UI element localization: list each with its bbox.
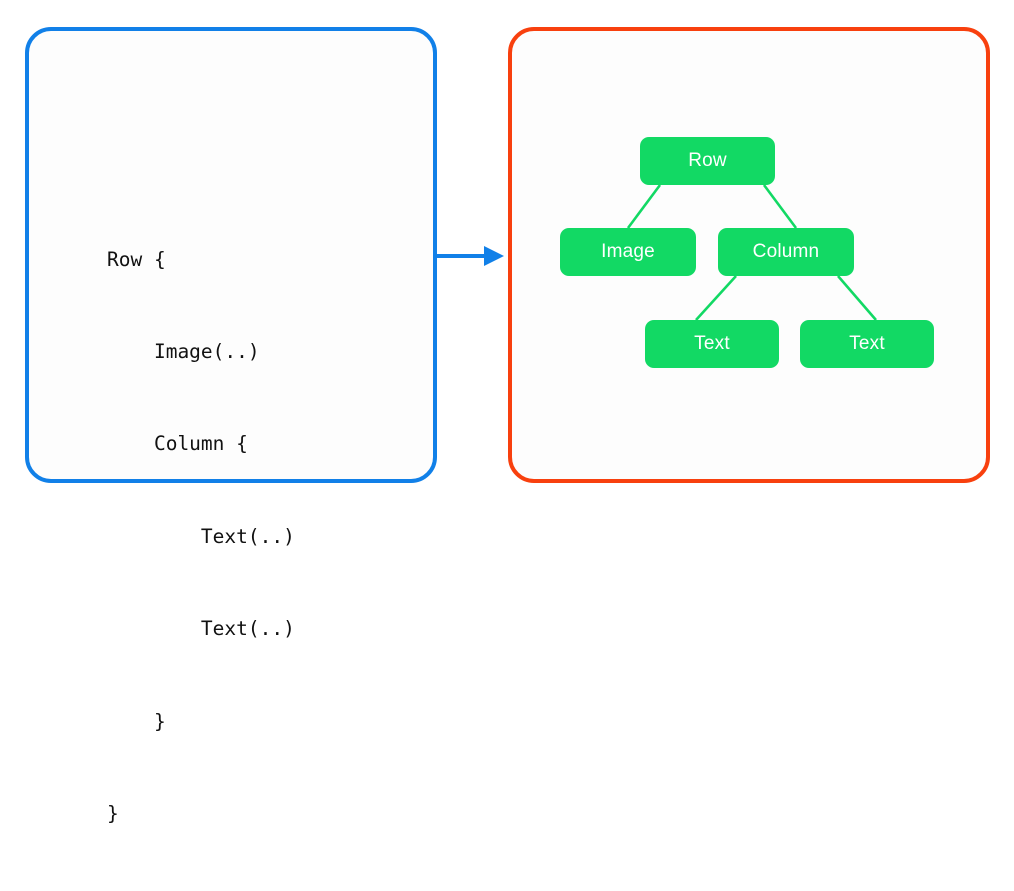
code-line: Column { [107,432,248,456]
tree-node-text-2[interactable]: Text [800,320,934,368]
flow-arrow-icon [434,246,504,266]
tree-node-text-1[interactable]: Text [645,320,779,368]
code-line: } [107,709,166,733]
tree-node-image[interactable]: Image [560,228,696,276]
code-line: Text(..) [107,524,295,548]
code-line: } [107,801,119,825]
code-line: Image(..) [107,339,260,363]
code-panel: Row { Image(..) Column { Text(..) Text(.… [25,27,437,825]
code-line: Text(..) [107,617,295,641]
tree-node-column[interactable]: Column [718,228,854,276]
code-line: Row { [107,247,166,271]
code-block: Row { Image(..) Column { Text(..) Text(.… [107,183,295,891]
tree-node-row[interactable]: Row [640,137,775,185]
